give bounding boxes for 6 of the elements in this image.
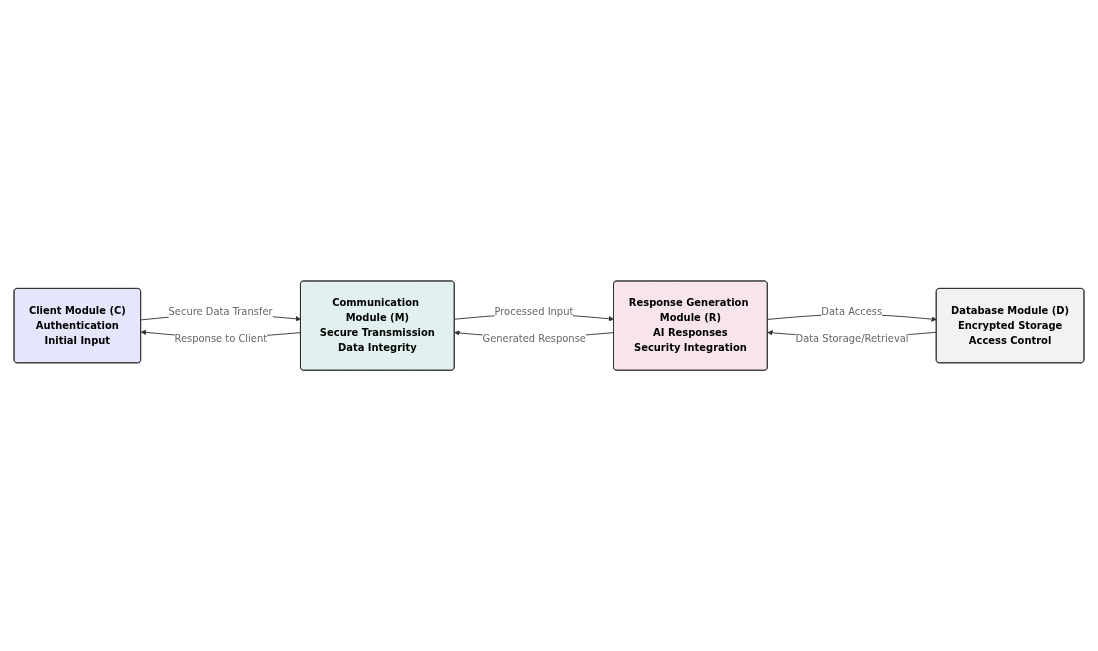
edge-label: Generated Response (482, 332, 586, 345)
edge-label: Data Access (821, 305, 883, 318)
edge-label: Response to Client (174, 332, 268, 345)
edge-label: Data Storage/Retrieval (795, 332, 909, 345)
edge-label: Processed Input (494, 305, 574, 318)
edge-label: Secure Data Transfer (168, 305, 273, 318)
